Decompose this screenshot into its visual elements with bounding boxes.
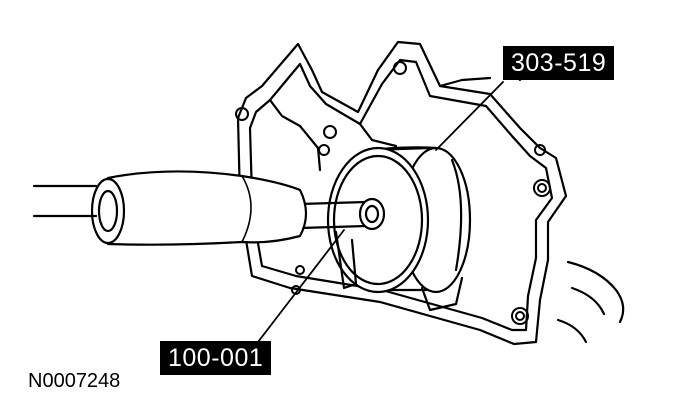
bolt-holes bbox=[235, 61, 551, 325]
leader-lines bbox=[257, 81, 504, 343]
tool-callout-303-519: 303-519 bbox=[503, 46, 615, 80]
engine-block-cover bbox=[236, 40, 625, 346]
tool-callout-100-001: 100-001 bbox=[160, 341, 272, 375]
figure-id-label: N0007248 bbox=[28, 370, 121, 392]
slide-hammer bbox=[32, 170, 386, 246]
seal-installer-cup bbox=[326, 146, 472, 312]
